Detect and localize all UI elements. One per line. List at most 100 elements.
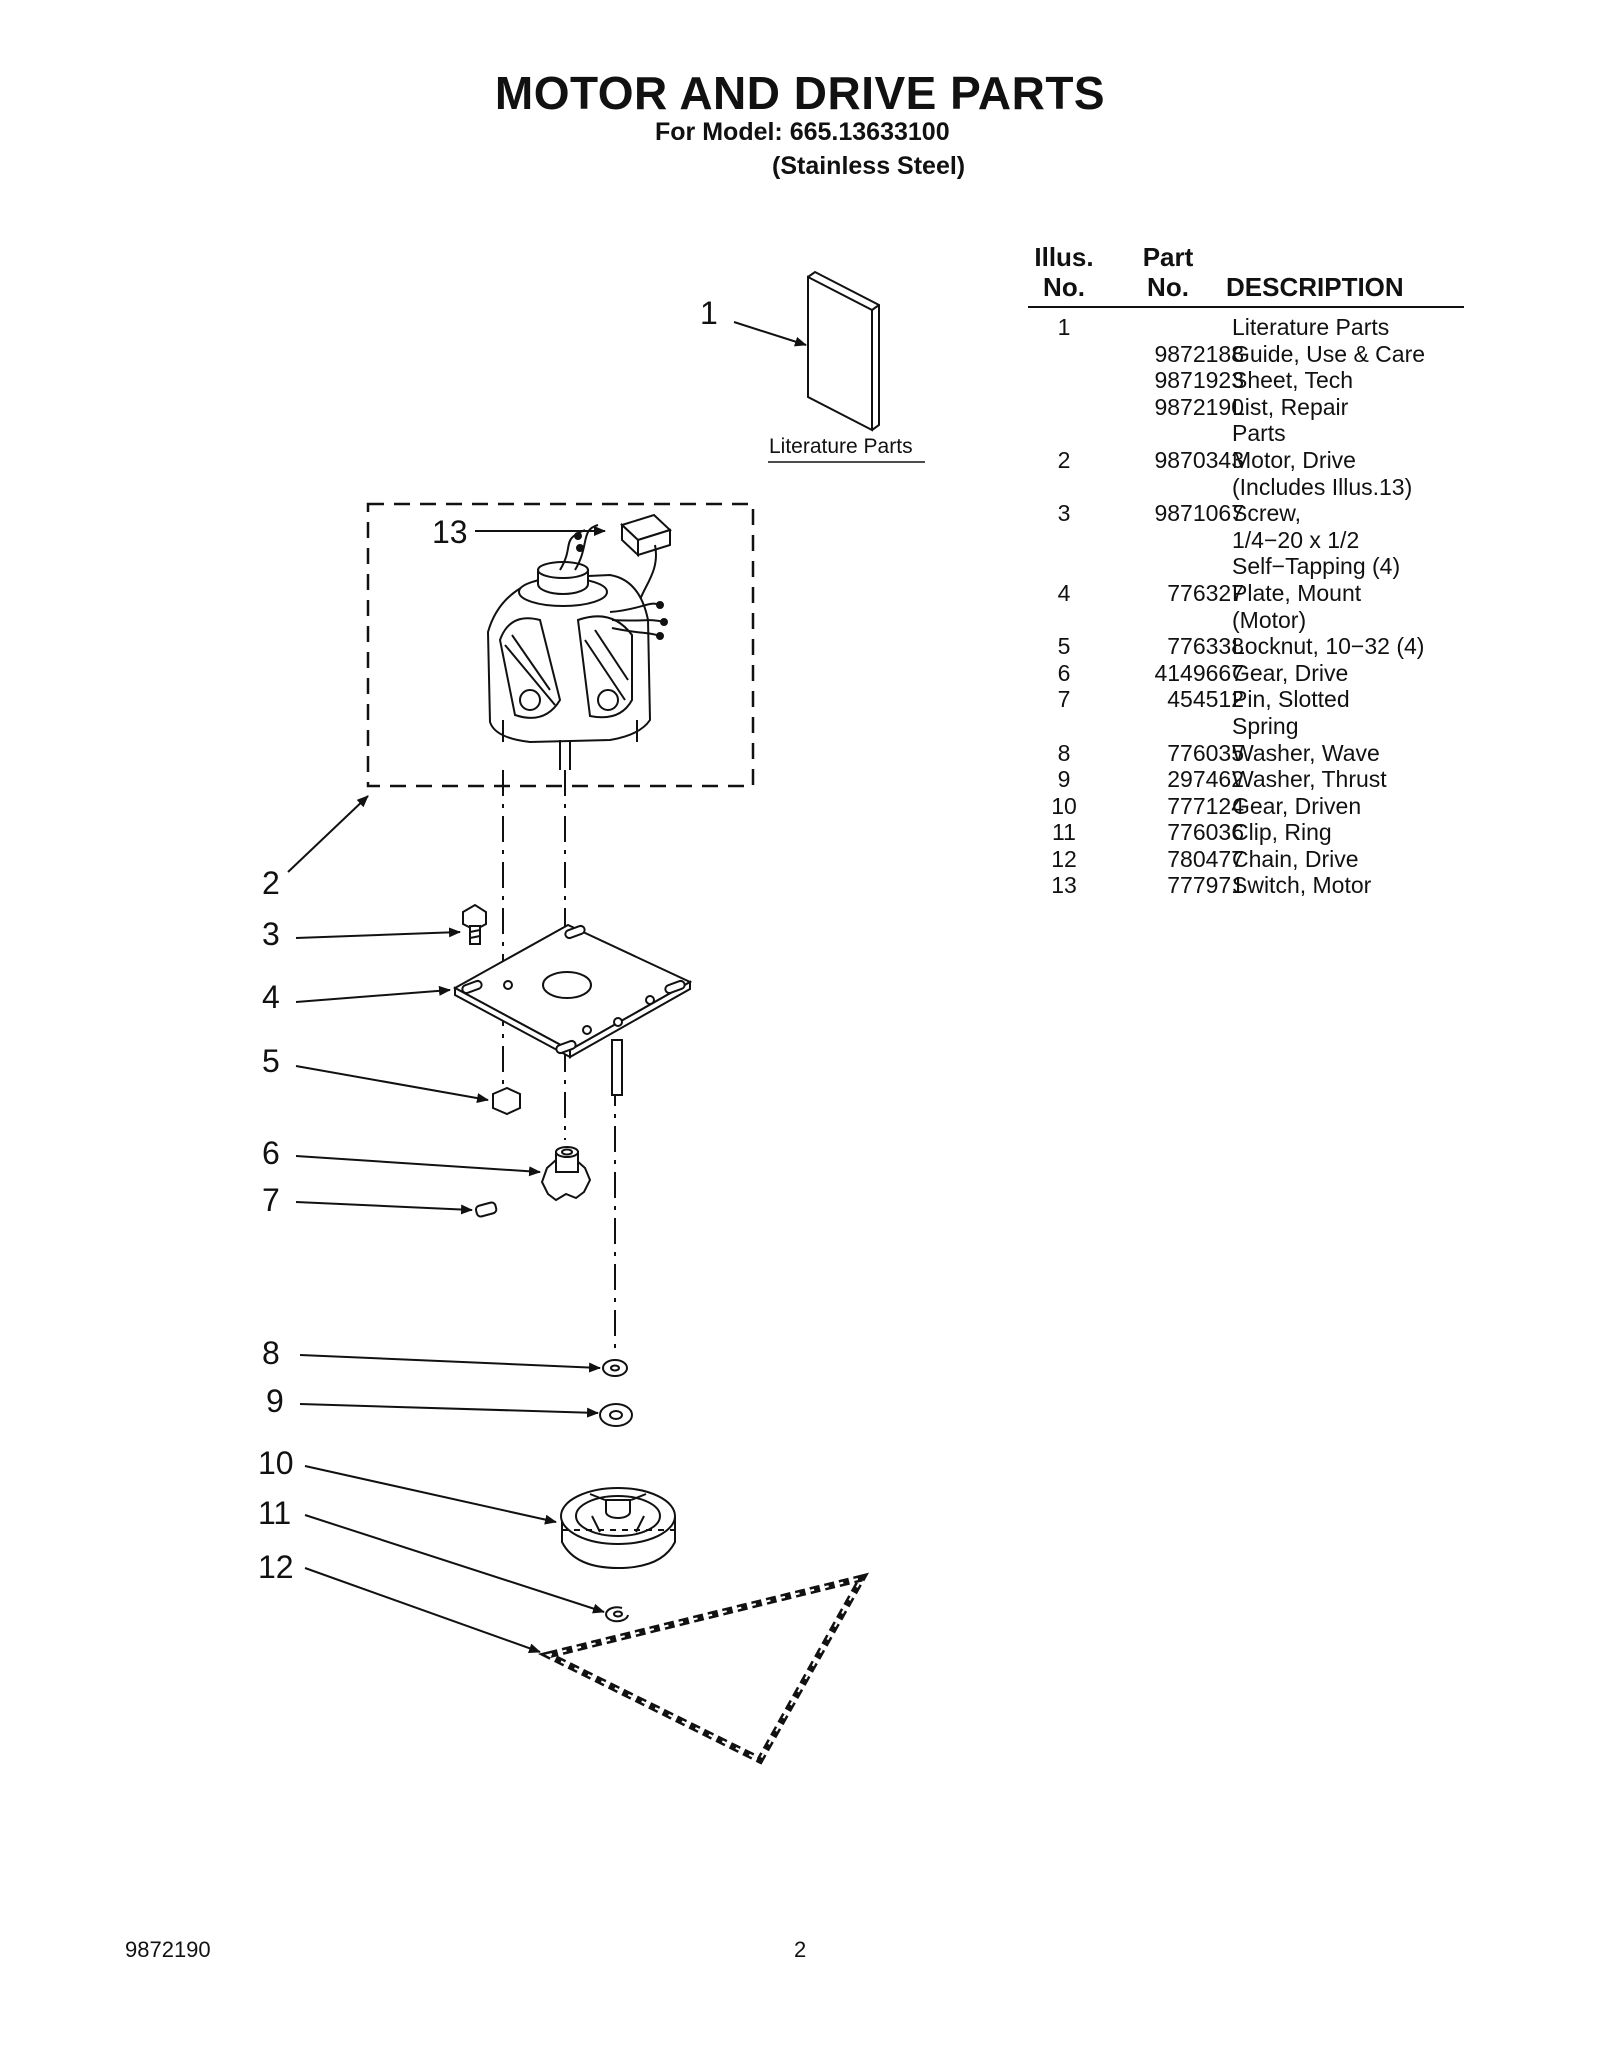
illus-number: 5 <box>1057 633 1071 660</box>
table-row: 1 Literature Parts <box>1028 314 1464 341</box>
part-description: Pin, Slotted <box>1232 686 1350 713</box>
part-description: (Includes Illus.13) <box>1232 473 1413 500</box>
callout-9: 9 <box>266 1383 284 1419</box>
table-row: Self−Tapping (4) <box>1028 553 1464 580</box>
part-description: Clip, Ring <box>1232 819 1332 846</box>
parts-table-header: Illus. No. Part No. DESCRIPTION <box>1028 240 1464 308</box>
mount-plate <box>452 923 693 1096</box>
ring-clip <box>605 1606 629 1623</box>
table-row: (Includes Illus.13) <box>1028 474 1464 501</box>
part-description: Gear, Drive <box>1232 659 1349 686</box>
callout-8: 8 <box>262 1335 280 1371</box>
part-number: 9872188 <box>1154 340 1244 367</box>
illus-number: 9 <box>1057 766 1071 793</box>
callout-6: 6 <box>262 1135 280 1171</box>
part-number: 777124 <box>1167 792 1244 819</box>
driven-gear <box>560 1487 676 1570</box>
callout-leader-2 <box>287 795 369 873</box>
illus-number: 8 <box>1057 739 1071 766</box>
part-description: Washer, Thrust <box>1232 766 1387 793</box>
table-row: (Motor) <box>1028 607 1464 634</box>
header-illus: Illus. <box>1034 242 1094 272</box>
page-title: MOTOR AND DRIVE PARTS <box>494 67 1106 119</box>
illus-number: 4 <box>1057 579 1071 606</box>
callout-12: 12 <box>258 1549 294 1585</box>
callout-7: 7 <box>262 1182 280 1218</box>
illus-number: 12 <box>1051 845 1077 872</box>
callout-2: 2 <box>262 865 280 901</box>
table-row: Parts <box>1028 420 1464 447</box>
part-number: 454512 <box>1167 686 1244 713</box>
illus-number: 6 <box>1057 659 1071 686</box>
wave-washer <box>602 1359 628 1377</box>
callout-leader-9 <box>299 1403 599 1418</box>
part-description: Motor, Drive <box>1232 446 1356 473</box>
part-description: Sheet, Tech <box>1232 367 1354 394</box>
part-number: 9870343 <box>1154 446 1244 473</box>
model-line: For Model: 665.13633100 <box>655 118 950 146</box>
model-variant: (Stainless Steel) <box>772 152 966 180</box>
part-number: 777971 <box>1167 872 1244 899</box>
drive-chain <box>537 1572 869 1765</box>
part-description: Washer, Wave <box>1232 739 1380 766</box>
part-number: 297462 <box>1167 766 1244 793</box>
callout-leader-6 <box>295 1155 541 1177</box>
illus-number: 2 <box>1057 446 1071 473</box>
part-description: Spring <box>1232 712 1299 739</box>
literature-parts-booklet <box>807 270 880 432</box>
callout-leader-10 <box>304 1465 557 1525</box>
callout-leader-8 <box>299 1354 601 1373</box>
slotted-pin <box>474 1201 498 1218</box>
locknut <box>492 1086 521 1116</box>
header-illus-no: No. <box>1043 272 1085 302</box>
part-description: Plate, Mount <box>1232 579 1362 606</box>
callout-5: 5 <box>262 1043 280 1079</box>
part-number: 780477 <box>1167 845 1244 872</box>
callout-1: 1 <box>700 295 718 331</box>
part-description: Guide, Use & Care <box>1232 340 1426 367</box>
illus-number: 7 <box>1057 686 1071 713</box>
part-number: 776036 <box>1167 819 1244 846</box>
table-row: Spring <box>1028 713 1464 740</box>
part-description: Locknut, 10−32 (4) <box>1232 633 1425 660</box>
literature-parts-label: Literature Parts <box>769 435 913 458</box>
callout-13: 13 <box>432 514 468 550</box>
part-description: Switch, Motor <box>1232 872 1372 899</box>
header-part-no: No. <box>1147 272 1189 302</box>
part-description: (Motor) <box>1232 606 1307 633</box>
illus-number: 1 <box>1057 314 1071 340</box>
thrust-washer <box>599 1403 633 1427</box>
part-description: Parts <box>1232 420 1286 447</box>
footer-page-number: 2 <box>794 1937 807 1962</box>
part-number: 9872190 <box>1154 393 1244 420</box>
part-description: Literature Parts <box>1232 314 1390 340</box>
callout-leader-1 <box>733 321 807 347</box>
part-description: List, Repair <box>1232 393 1349 420</box>
illus-number: 13 <box>1051 872 1077 899</box>
footer-doc-number: 9872190 <box>125 1937 211 1962</box>
parts-table: Illus. No. Part No. DESCRIPTION 1 Literat… <box>1028 240 1464 899</box>
illus-number: 10 <box>1051 792 1077 819</box>
part-description: 1/4−20 x 1/2 <box>1232 526 1360 553</box>
callout-3: 3 <box>262 916 280 952</box>
part-number: 4149667 <box>1154 659 1244 686</box>
callout-leader-5 <box>295 1065 489 1104</box>
part-description: Chain, Drive <box>1232 845 1359 872</box>
motor-assembly-box <box>366 502 755 788</box>
callout-11: 11 <box>258 1495 292 1531</box>
part-description: Self−Tapping (4) <box>1232 553 1401 580</box>
